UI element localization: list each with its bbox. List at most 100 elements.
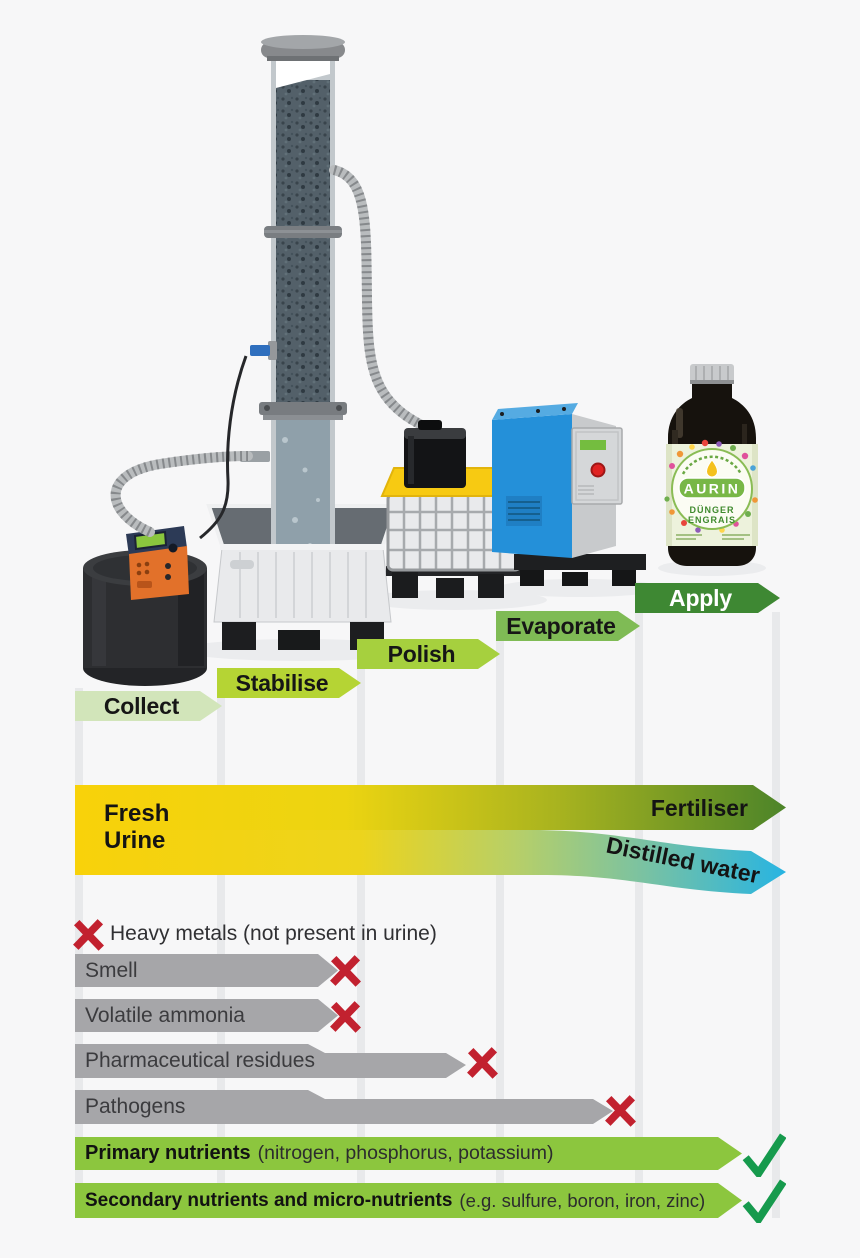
crate-foot	[222, 622, 256, 650]
column-sensor	[250, 345, 270, 356]
pump-slot	[137, 581, 152, 588]
pallet-foot	[520, 570, 544, 586]
distiller-front	[492, 414, 572, 558]
hose-corrugation	[332, 165, 450, 441]
column-cap-lip	[267, 56, 339, 61]
bottle-highlight	[742, 424, 747, 544]
sensor-clamp	[268, 341, 277, 360]
ibc-container	[380, 420, 540, 598]
label-shade	[666, 444, 672, 546]
bottle-body	[668, 382, 756, 566]
stage-collect: Collect	[75, 691, 222, 721]
removed-x-icon	[467, 1047, 498, 1079]
bottle-label	[666, 444, 758, 546]
bottle-label-line1: DÜNGER	[689, 505, 734, 515]
smell-bar: Smell	[75, 954, 338, 987]
ibc-foot	[436, 578, 464, 598]
dosing-pump	[126, 526, 189, 600]
mixer-tank-shade	[408, 436, 414, 484]
panel-inner	[575, 431, 619, 501]
stage-collect-label: Collect	[103, 692, 180, 719]
stage-stabilise-label: Stabilise	[235, 669, 329, 696]
heavy-metals-label: Heavy metals (not present in urine)	[110, 922, 437, 945]
cap-ridges	[695, 366, 729, 382]
primary-nutrients-label: Primary nutrients	[85, 1142, 251, 1164]
bolt	[562, 407, 566, 411]
fertiliser-label: Fertiliser	[650, 795, 748, 821]
pump-buttons	[136, 561, 150, 576]
flange-plate	[263, 415, 343, 420]
stage-evaporate-label: Evaporate	[506, 612, 616, 639]
column-liquid	[276, 410, 330, 592]
ibc-yellow-lid	[380, 467, 540, 497]
bolt	[500, 412, 504, 416]
label-small-print	[676, 534, 750, 540]
ring-highlight	[264, 230, 342, 233]
vent-grille	[506, 496, 542, 526]
bottle-cap	[690, 364, 734, 384]
bottle-highlight	[672, 430, 678, 540]
control-panel	[571, 427, 623, 505]
crate-rim	[220, 544, 385, 550]
mixer-tank	[404, 432, 466, 488]
cap-ring	[690, 380, 734, 384]
column-reflection	[276, 60, 330, 88]
bolt	[536, 409, 540, 413]
stage-guide-band-3	[357, 668, 365, 1218]
logo-arc-text	[681, 455, 743, 475]
smell-label: Smell	[85, 958, 138, 982]
distiller-top	[492, 403, 578, 420]
pallet-foot	[612, 570, 636, 586]
vent-lines	[508, 501, 540, 521]
removed-x-icon	[330, 955, 361, 987]
mixer-tank-lid	[404, 428, 466, 439]
pump-display	[133, 530, 168, 551]
bottle-brand: AURIN	[684, 481, 741, 497]
removed-x-icon	[330, 1001, 361, 1033]
stage-guide-band-4	[496, 640, 504, 1218]
stage-guide-band-6	[772, 612, 780, 1218]
carbon-column	[235, 35, 347, 600]
bubbles	[282, 437, 320, 563]
crate-handle	[230, 560, 254, 569]
distilled-water-label: Distilled water	[604, 831, 763, 889]
collection-crate	[213, 544, 392, 650]
retained-check-icon	[742, 1133, 786, 1177]
volatile-ammonia-label: Volatile ammonia	[85, 1003, 245, 1027]
sensor-cable	[199, 355, 248, 540]
column-flange	[259, 402, 347, 415]
aurin-logo-circle	[671, 448, 753, 530]
aurin-band	[678, 477, 746, 499]
retained-check-icon	[742, 1179, 786, 1223]
removed-x-icon	[73, 919, 104, 951]
hose-pump-to-column	[110, 451, 253, 537]
distiller-side	[572, 414, 616, 558]
panel-vent	[578, 485, 594, 495]
primary-nutrients-bar: Primary nutrients (nitrogen, phosphorus,…	[75, 1137, 742, 1170]
aurin-bottle: AURIN DÜNGER ENGRAIS	[664, 364, 758, 566]
column-cap	[261, 42, 345, 58]
column-carbon-fill	[276, 80, 330, 410]
column-tube	[271, 56, 335, 600]
pump-port	[165, 574, 171, 580]
secondary-nutrients-label: Secondary nutrients and micro-nutrients	[85, 1189, 453, 1211]
stage-polish-label: Polish	[387, 640, 456, 667]
ibc-frame	[386, 492, 522, 572]
crate-foot	[278, 630, 320, 650]
flange-bolt	[264, 405, 270, 411]
stage-polish: Polish	[357, 639, 500, 669]
column-cap-top	[261, 35, 345, 49]
flange-bolt	[336, 405, 342, 411]
pathogens-label: Pathogens	[85, 1095, 186, 1118]
shadow	[363, 590, 547, 610]
stage-apply: Apply	[635, 583, 780, 613]
ibc-cage	[388, 494, 520, 570]
pump-knob	[168, 543, 178, 553]
secondary-nutrients-bar: Secondary nutrients and micro-nutrients …	[75, 1183, 742, 1218]
shadow	[658, 560, 766, 576]
fresh-urine-label: Fresh Urine	[104, 800, 170, 854]
emergency-button	[590, 462, 606, 478]
pathogens-bar: Pathogens	[75, 1090, 613, 1124]
removed-x-icon	[605, 1095, 636, 1127]
column-ring-clamp	[264, 226, 342, 238]
